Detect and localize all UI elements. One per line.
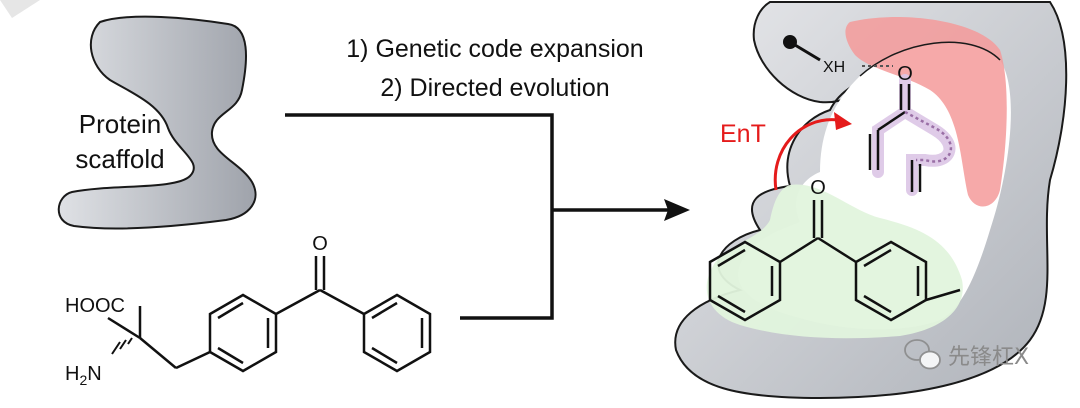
- hooc-label: HOOC: [65, 295, 125, 317]
- merge-connector: [285, 113, 668, 320]
- ent-arrow: [773, 118, 839, 191]
- residue-bond: [789, 40, 821, 62]
- benzophenone-structure: [708, 200, 961, 322]
- step-genetic-code-expansion: 1) Genetic code expansion: [346, 35, 643, 63]
- corner-decoration: [0, 0, 40, 18]
- stereo-hash-bond: [111, 337, 133, 355]
- enzyme-cavity-edge: [859, 41, 1001, 77]
- protein-scaffold-shape: [57, 15, 257, 230]
- arrow-head: [664, 199, 690, 221]
- benzophenone-oxygen: O: [810, 177, 826, 199]
- h2n-label: H2N: [65, 363, 102, 388]
- amino-acid-oxygen: O: [312, 233, 328, 255]
- amino-acid-structure: [107, 256, 432, 373]
- ent-label: EnT: [720, 120, 766, 148]
- xh-label: XH: [823, 59, 845, 76]
- red-binding-region: [845, 17, 1007, 207]
- step-directed-evolution: 2) Directed evolution: [380, 74, 609, 102]
- wechat-icon: [904, 339, 941, 370]
- substrate-structure: [868, 84, 922, 192]
- substrate-dashed-chain: [904, 110, 953, 163]
- green-binding-region: [706, 184, 963, 339]
- protein-label-line1: Protein: [79, 109, 161, 139]
- watermark-text: 先锋杠X: [948, 345, 1029, 370]
- substrate-oxygen: O: [897, 63, 913, 85]
- protein-label-line2: scaffold: [75, 144, 164, 174]
- ent-arrow-head: [834, 112, 852, 130]
